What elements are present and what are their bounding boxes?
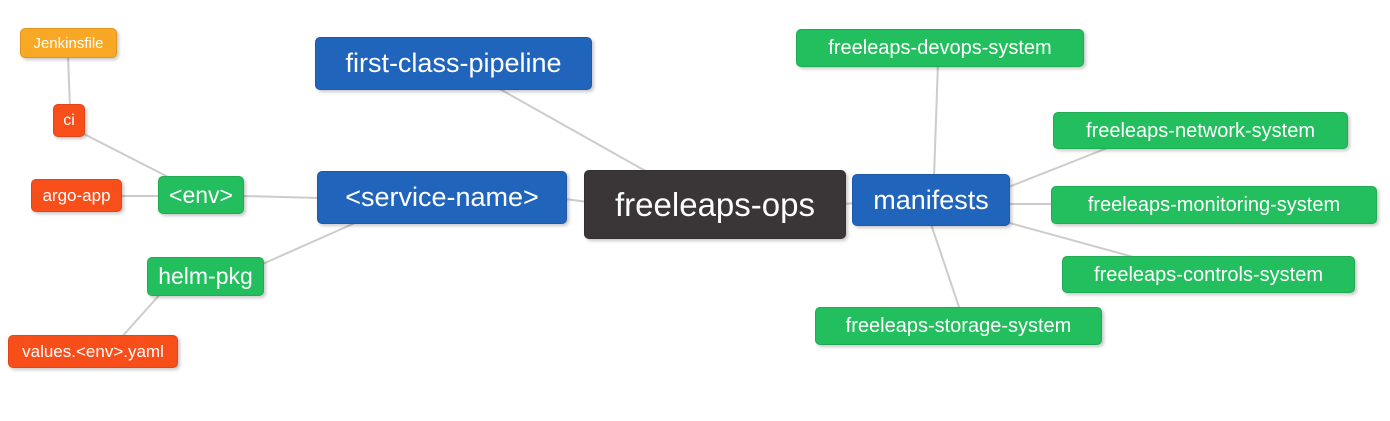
node-env[interactable]: <env> xyxy=(158,176,244,214)
node-freeleaps-devops-system[interactable]: freeleaps-devops-system xyxy=(796,29,1084,67)
node-jenkinsfile[interactable]: Jenkinsfile xyxy=(20,28,117,58)
edge-jenkinsfile-to-ci xyxy=(67,55,71,109)
edge-manifests-to-freeleaps-controls-system xyxy=(1005,221,1149,262)
node-first-class-pipeline[interactable]: first-class-pipeline xyxy=(315,37,592,90)
node-ci[interactable]: ci xyxy=(53,104,85,137)
node-manifests[interactable]: manifests xyxy=(852,174,1010,226)
node-freeleaps-monitoring-system[interactable]: freeleaps-monitoring-system xyxy=(1051,186,1377,224)
edge-ci-to-env xyxy=(81,132,179,183)
edge-first-class-pipeline-to-freeleaps-ops xyxy=(497,87,659,179)
node-argo-app[interactable]: argo-app xyxy=(31,179,122,212)
node-freeleaps-controls-system[interactable]: freeleaps-controls-system xyxy=(1062,256,1355,293)
node-helm-pkg[interactable]: helm-pkg xyxy=(147,257,264,296)
node-freeleaps-storage-system[interactable]: freeleaps-storage-system xyxy=(815,307,1102,345)
node-values-env-yaml[interactable]: values.<env>.yaml xyxy=(8,335,178,368)
edge-manifests-to-freeleaps-devops-system xyxy=(933,61,939,178)
node-service-name[interactable]: <service-name> xyxy=(317,171,567,224)
edge-helm-pkg-to-service-name xyxy=(257,218,365,267)
node-freeleaps-ops[interactable]: freeleaps-ops xyxy=(584,170,846,239)
edge-values-env-yaml-to-helm-pkg xyxy=(119,291,163,340)
edge-env-to-service-name xyxy=(241,195,321,199)
edge-manifests-to-freeleaps-network-system xyxy=(1005,144,1116,189)
node-freeleaps-network-system[interactable]: freeleaps-network-system xyxy=(1053,112,1348,149)
edge-manifests-to-freeleaps-storage-system xyxy=(930,223,961,311)
